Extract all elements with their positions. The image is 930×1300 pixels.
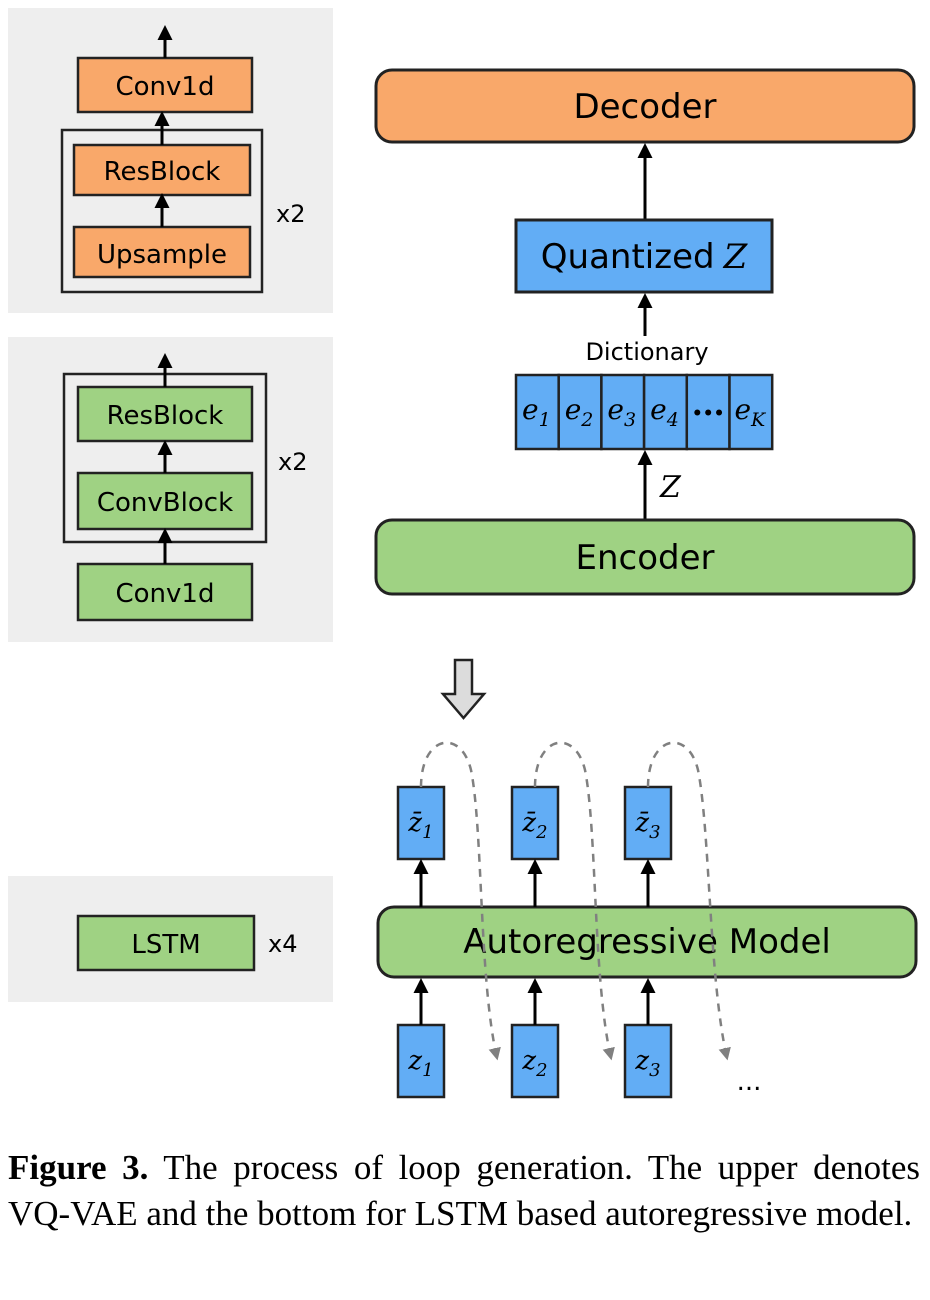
input-token-3: z3 [634,1046,660,1081]
encoder-repeat-label: x2 [278,448,307,476]
codebook: e1 e2 e3 e4 ••• eK [514,373,774,451]
output-token-1: z̄1 [407,808,433,843]
codebook-entry-3: e3 [607,393,636,431]
decoder-upsample-label: Upsample [97,240,227,270]
token-columns: z̄1 z̄2 z̄3 z1 z2 z3 [396,741,731,1099]
encoder-detail-panel: ResBlock ConvBlock Conv1d x2 [8,337,333,642]
lstm-block [76,914,256,972]
hollow-down-arrow-icon [440,658,487,720]
input-token-box [396,1023,446,1099]
output-token-3: z̄3 [634,808,660,843]
decoder-label: Decoder [573,87,716,127]
output-token-box [510,785,560,861]
decoder-conv1d-label: Conv1d [116,72,215,102]
z-label: Z [659,470,682,505]
autoregressive-diagram: Autoregressive Model z̄1 z̄2 z̄3 z1 z2 z3 ... [376,741,918,1099]
decoder-resblock-label: ResBlock [104,157,221,187]
codebook-ellipsis: ••• [692,404,725,424]
codebook-entry-1: e1 [522,393,551,431]
output-token-box [623,785,673,861]
codebook-cell [600,373,646,451]
autoregressive-model-label: Autoregressive Model [463,922,831,962]
dictionary-label: Dictionary [585,338,708,366]
codebook-entry-k: eK [734,393,767,431]
encoder-label: Encoder [575,538,714,578]
decoder-detail-panel: Conv1d ResBlock Upsample x2 [8,8,333,313]
decoder-block [374,68,916,144]
encoder-convblock-label: ConvBlock [97,488,233,518]
encoder-convblock-block [76,471,254,531]
encoder-block [374,518,916,596]
output-token-2: z̄2 [521,808,547,843]
caption-text: The process of loop generation. The uppe… [8,1148,920,1233]
encoder-conv1d-block [76,562,254,622]
codebook-cell [728,373,774,451]
decoder-repeat-label: x2 [276,200,305,228]
quantized-z-block [514,218,774,294]
figure-caption: Figure 3. The process of loop generation… [8,1145,920,1237]
input-token-box [623,1023,673,1099]
codebook-cell [685,373,731,451]
decoder-conv1d-block [76,56,254,114]
lstm-detail-panel: LSTM x4 [8,876,333,1002]
input-token-1: z1 [407,1046,433,1081]
encoder-conv1d-label: Conv1d [116,579,215,609]
continuation-ellipsis: ... [737,1067,762,1097]
lstm-repeat-label: x4 [268,930,297,958]
decoder-upsample-block [72,225,252,279]
input-token-box [510,1023,560,1099]
codebook-entry-4: e4 [650,393,679,431]
lstm-label: LSTM [131,930,200,960]
caption-label: Figure 3. [8,1148,149,1187]
codebook-cell [514,373,560,451]
codebook-entry-2: e2 [565,393,594,431]
input-token-2: z2 [521,1046,547,1081]
diagram-svg: Conv1d ResBlock Upsample x2 ResBlock Con… [8,8,918,1099]
encoder-resblock-label: ResBlock [107,401,224,431]
